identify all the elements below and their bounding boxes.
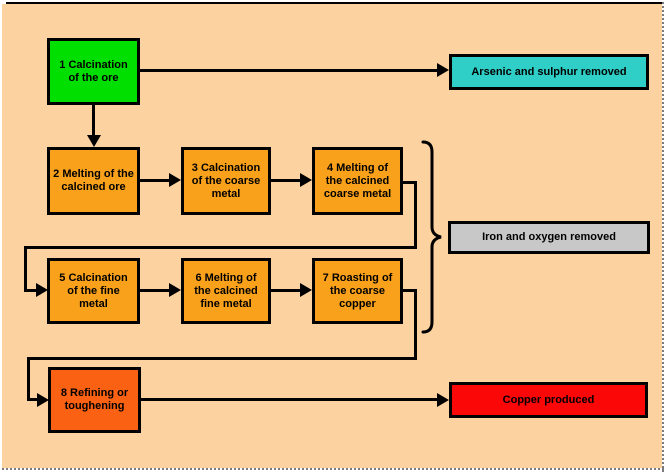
connector-7-to-8 bbox=[27, 357, 30, 400]
connector-8-to-copper bbox=[141, 398, 437, 401]
connector-4-to-5 bbox=[403, 181, 417, 184]
step-box-5: 5 Calcination of the fine metal bbox=[47, 258, 140, 324]
arrow-right-icon bbox=[300, 283, 312, 297]
connector-4-to-5 bbox=[414, 181, 417, 249]
output-label-iron-oxygen: Iron and oxygen removed bbox=[482, 231, 616, 243]
connector-7-to-8 bbox=[27, 357, 417, 360]
curly-brace-icon bbox=[421, 140, 442, 334]
connector-1-to-2 bbox=[92, 105, 95, 136]
arrow-right-icon bbox=[437, 63, 449, 77]
output-label-copper: Copper produced bbox=[502, 393, 595, 406]
arrow-right-icon bbox=[37, 393, 49, 407]
connector-2-to-3 bbox=[140, 179, 169, 182]
step-box-4: 4 Melting of the calcined coarse metal bbox=[312, 147, 403, 215]
output-box-iron-oxygen: Iron and oxygen removed bbox=[448, 221, 650, 254]
step-label-5: 5 Calcination of the fine metal bbox=[59, 271, 128, 310]
output-box-arsenic-sulphur: Arsenic and sulphur removed bbox=[449, 54, 649, 90]
canvas-right-border bbox=[662, 2, 664, 472]
step-box-3: 3 Calcination of the coarse metal bbox=[181, 147, 271, 215]
step-box-8: 8 Refining or toughening bbox=[48, 367, 141, 433]
step-box-1: 1 Calcination of the ore bbox=[47, 38, 140, 105]
connector-4-to-5 bbox=[24, 289, 36, 292]
output-box-copper: Copper produced bbox=[449, 382, 648, 418]
step-box-7: 7 Roasting of the coarse copper bbox=[312, 258, 403, 324]
connector-7-to-8 bbox=[414, 289, 417, 360]
arrow-right-icon bbox=[437, 393, 449, 407]
connector-1-to-arsenic bbox=[140, 69, 437, 72]
connector-7-to-8 bbox=[403, 289, 417, 292]
step-box-6: 6 Melting of the calcined fine metal bbox=[181, 258, 271, 324]
connector-7-to-8 bbox=[27, 398, 37, 401]
step-label-3: 3 Calcination of the coarse metal bbox=[191, 161, 261, 200]
output-label-arsenic-sulphur: Arsenic and sulphur removed bbox=[471, 65, 627, 78]
connector-4-to-5 bbox=[24, 246, 27, 291]
step-box-2: 2 Melting of the calcined ore bbox=[47, 147, 140, 215]
canvas-bottom-border bbox=[2, 468, 664, 470]
connector-4-to-5 bbox=[24, 246, 417, 249]
connector-6-to-7 bbox=[271, 289, 300, 292]
connector-3-to-4 bbox=[271, 179, 300, 182]
arrow-right-icon bbox=[169, 173, 181, 187]
canvas-top-border bbox=[6, 2, 664, 4]
step-label-6: 6 Melting of the calcined fine metal bbox=[194, 271, 258, 310]
step-label-2: 2 Melting of the calcined ore bbox=[53, 168, 134, 193]
step-label-1: 1 Calcination of the ore bbox=[59, 58, 128, 84]
arrow-right-icon bbox=[300, 173, 312, 187]
step-label-8: 8 Refining or toughening bbox=[60, 387, 129, 412]
arrow-down-icon bbox=[87, 135, 101, 147]
connector-5-to-6 bbox=[140, 289, 169, 292]
arrow-right-icon bbox=[169, 283, 181, 297]
step-label-4: 4 Melting of the calcined coarse metal bbox=[323, 161, 392, 200]
arrow-right-icon bbox=[36, 283, 48, 297]
step-label-7: 7 Roasting of the coarse copper bbox=[322, 271, 393, 310]
